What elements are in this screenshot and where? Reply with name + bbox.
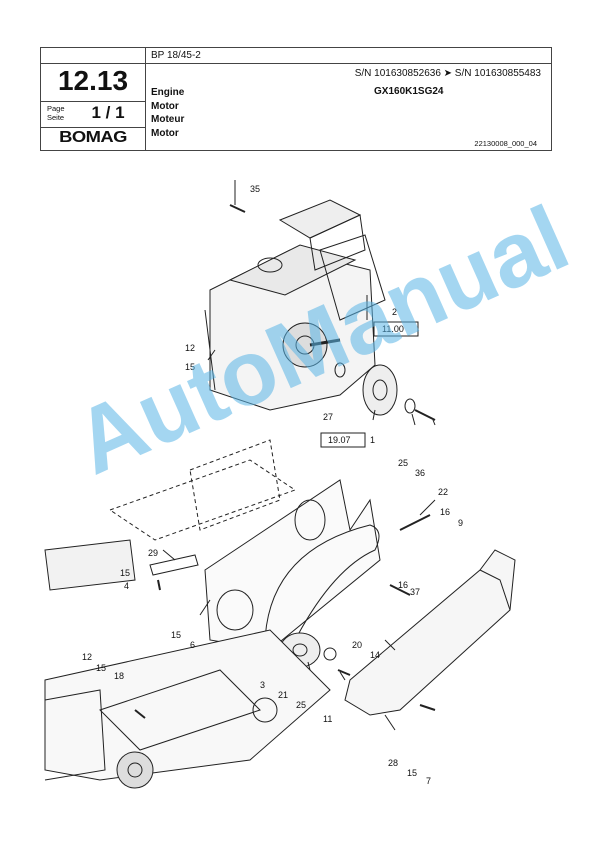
callout: 25 [398, 458, 408, 468]
callout: 27 [323, 412, 333, 422]
callout: 4 [124, 581, 129, 591]
callout: 12 [82, 652, 92, 662]
model-label: BP 18/45-2 [151, 50, 201, 61]
callout: 20 [352, 640, 362, 650]
callout: 35 [250, 184, 260, 194]
callout: 29 [148, 548, 158, 558]
callout: 36 [415, 468, 425, 478]
serial-range: S/N 101630852636 ➤ S/N 101630855483 [354, 68, 541, 79]
section-titles: Engine Motor Moteur Motor [151, 86, 184, 140]
title-de: Motor [151, 100, 179, 112]
callouts: 35 2 11.00 12 15 27 19.07 1 25 36 22 16 … [82, 184, 463, 786]
callout: 15 [407, 768, 417, 778]
callout: 14 [370, 650, 380, 660]
callout: 3 [260, 680, 265, 690]
document-id: 22130008_000_04 [474, 139, 537, 148]
callout: 11 [323, 714, 332, 724]
engine-code: GX160K1SG24 [374, 86, 444, 97]
callout: 37 [410, 587, 420, 597]
callout: 22 [438, 487, 448, 497]
callout: 15 [171, 630, 181, 640]
callout: 25 [296, 700, 306, 710]
header-block: BP 18/45-2 12.13 Page Seite 1 / 1 BOMAG … [40, 47, 552, 151]
callout: 16 [398, 580, 408, 590]
callout: 11.00 [382, 324, 404, 334]
callout: 18 [114, 671, 124, 681]
title-fr: Moteur [151, 114, 185, 125]
page-number: 12.13 [57, 65, 129, 96]
callout: 15 [185, 362, 195, 372]
title-es: Motor [151, 127, 179, 139]
callout: 21 [278, 690, 288, 700]
page-fraction: 1 / 1 [91, 103, 125, 122]
callout: 19.07 [328, 435, 351, 445]
title-en: Engine [151, 87, 185, 98]
callout: 15 [120, 568, 130, 578]
callout: 16 [440, 507, 450, 517]
callout: 1 [370, 435, 375, 445]
page-label: Page Seite [47, 104, 65, 122]
callout: 9 [458, 518, 463, 528]
callout: 28 [388, 758, 398, 768]
exploded-parts-drawing: 35 2 11.00 12 15 27 19.07 1 25 36 22 16 … [44, 180, 516, 789]
callout: 6 [190, 640, 195, 650]
callout: 12 [185, 343, 195, 353]
callout: 2 [392, 307, 397, 317]
callout: 7 [426, 776, 431, 786]
bomag-logo: BOMAG [59, 129, 127, 146]
callout: 15 [96, 663, 106, 673]
